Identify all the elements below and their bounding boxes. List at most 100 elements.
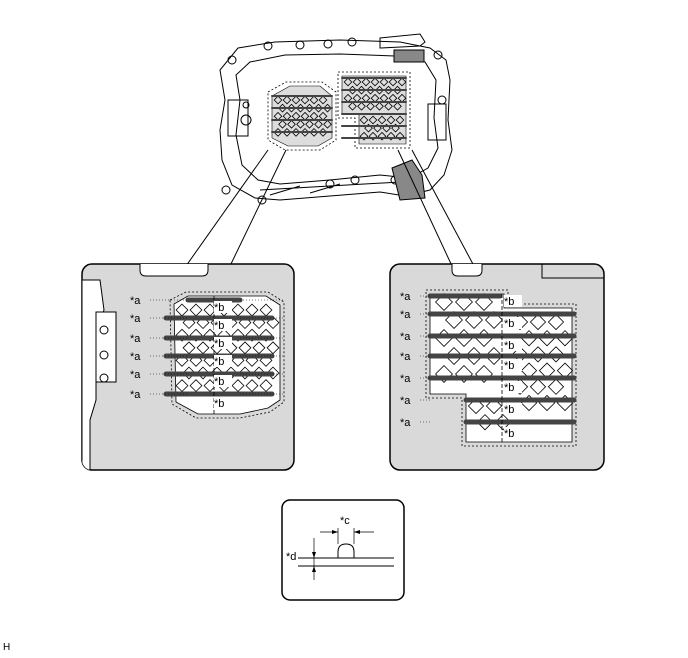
pattern-diamond	[182, 366, 196, 380]
label-a: *a	[400, 291, 411, 303]
pattern-diamond	[175, 328, 189, 342]
label-b-bg	[214, 319, 232, 331]
label-b-bg	[214, 397, 232, 409]
label-a: *a	[130, 369, 141, 381]
pattern-diamond	[273, 95, 283, 105]
pattern-diamond	[175, 379, 189, 393]
pattern-diamond	[435, 365, 453, 383]
pattern-diamond	[377, 131, 387, 141]
label-b: *b	[504, 428, 514, 440]
label-b-bg	[504, 359, 522, 371]
pattern-diamond	[252, 366, 266, 380]
pattern-diamond	[196, 316, 210, 330]
pattern-diamond	[485, 397, 503, 415]
pattern-diamond	[291, 95, 301, 105]
pattern-diamond	[359, 115, 369, 125]
label-a: *a	[400, 309, 411, 321]
pattern-diamond	[314, 119, 323, 129]
detail-panel-right: *a*a*a*a*a*a*a *b*b*b*b*b*b*b	[389, 263, 605, 471]
pattern-diamond	[287, 119, 296, 129]
callout-lines	[185, 149, 475, 267]
pattern-diamond	[485, 311, 503, 329]
pattern-diamond	[475, 365, 493, 383]
pattern-diamond	[445, 347, 463, 365]
label-b: *b	[214, 376, 224, 388]
pattern-diamond	[348, 85, 357, 95]
pattern-diamond	[445, 311, 463, 329]
pattern-diamond	[547, 313, 565, 331]
label-b-bg	[504, 427, 522, 439]
pattern-diamond	[245, 379, 259, 393]
label-b: *b	[504, 296, 514, 308]
pattern-diamond	[296, 103, 305, 113]
pattern-diamond	[359, 131, 369, 141]
label-a: *a	[130, 295, 141, 307]
figure-code: H	[3, 642, 11, 653]
pattern-diamond	[393, 101, 402, 111]
label-b: *b	[504, 340, 514, 352]
pattern-diamond	[368, 131, 378, 141]
pattern-diamond	[384, 85, 393, 95]
label-a: *a	[130, 351, 141, 363]
pattern-diamond	[238, 366, 252, 380]
pattern-diamond	[305, 103, 314, 113]
pattern-diamond	[182, 316, 196, 330]
pattern-diamond	[388, 77, 398, 87]
pattern-diamond	[379, 77, 389, 87]
label-b: *b	[504, 318, 514, 330]
label-b: *b	[504, 360, 514, 372]
label-b-bg	[504, 317, 522, 329]
label-b-bg	[504, 403, 522, 415]
pattern-diamond	[266, 341, 280, 355]
label-b: *b	[214, 302, 224, 314]
label-b: *b	[214, 356, 224, 368]
pattern-diamond	[231, 328, 245, 342]
pattern-diamond	[455, 293, 473, 311]
label-b-bg	[504, 381, 522, 393]
pattern-diamond	[361, 77, 371, 87]
pattern-diamond	[266, 316, 280, 330]
label-a: *a	[400, 417, 411, 429]
label-c: *c	[340, 515, 350, 527]
pattern-diamond	[465, 347, 483, 365]
pattern-diamond	[368, 115, 378, 125]
pattern-diamond	[386, 115, 396, 125]
pattern-diamond	[366, 101, 375, 111]
pattern-diamond	[245, 328, 259, 342]
pattern-diamond	[323, 103, 332, 113]
pattern-diamond	[455, 365, 473, 383]
label-a: *a	[130, 333, 141, 345]
pattern-diamond	[377, 115, 387, 125]
label-b: *b	[214, 338, 224, 350]
pattern-diamond	[238, 316, 252, 330]
pattern-diamond	[357, 85, 366, 95]
pattern-diamond	[323, 119, 332, 129]
pattern-diamond	[278, 119, 287, 129]
label-b-bg	[214, 375, 232, 387]
label-b-bg	[504, 339, 522, 351]
pattern-diamond	[259, 328, 273, 342]
pattern-diamond	[314, 103, 323, 113]
label-a: *a	[400, 351, 411, 363]
pattern-diamond	[296, 119, 305, 129]
pattern-diamond	[529, 313, 547, 331]
pattern-diamond	[547, 346, 565, 363]
overview-area-left	[267, 81, 337, 151]
pattern-diamond	[395, 131, 405, 141]
pattern-diamond	[435, 293, 453, 311]
pattern-diamond	[370, 77, 380, 87]
pattern-diamond	[252, 316, 266, 330]
detail-panel-left: *a*a*a*a*a*a *b*b*b*b*b*b	[81, 263, 295, 471]
label-b: *b	[214, 320, 224, 332]
pattern-diamond	[475, 293, 493, 311]
pattern-diamond	[386, 131, 396, 141]
pattern-diamond	[384, 101, 393, 111]
pattern-diamond	[305, 119, 314, 129]
pattern-diamond	[465, 311, 483, 329]
pattern-diamond	[357, 101, 366, 111]
pattern-diamond	[395, 115, 405, 125]
pattern-diamond	[393, 85, 402, 95]
bead-dimension-detail: *c *d	[281, 499, 405, 601]
pattern-diamond	[366, 85, 375, 95]
label-b-bg	[214, 355, 232, 367]
